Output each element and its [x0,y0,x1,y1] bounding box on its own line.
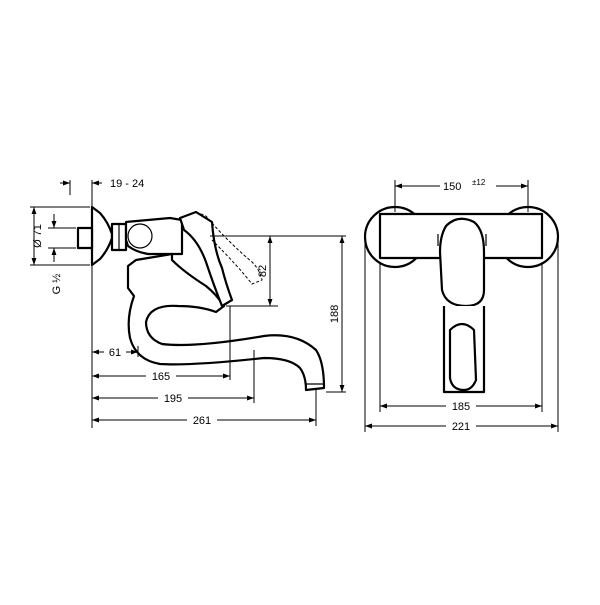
dim-thread: G ½ [51,274,63,295]
front-view: 150 ±12 185 221 [363,178,560,433]
front-lever-top [438,217,486,308]
wall-rosette [90,205,114,267]
dim-tolerance: ±12 [472,178,486,187]
dim-diameter: Ø 71 [32,224,44,248]
dim-165: 165 [152,371,170,383]
lever [178,210,234,308]
lever-alt-position [195,211,263,285]
dim-195: 195 [164,393,182,405]
dim-261: 261 [193,415,211,427]
spout [126,252,326,392]
inlet-stub [76,226,94,250]
dim-lever-height: 82 [257,265,269,277]
dim-221: 221 [452,421,470,433]
dim-wall-offset: 19 - 24 [110,178,144,190]
dim-61: 61 [109,347,121,359]
dim-center-distance: 150 [443,181,461,193]
side-view: 19 - 24 Ø 71 G ½ 82 188 61 165 195 261 [30,178,346,428]
dim-total-height: 188 [329,305,341,323]
front-lever-bottom [448,322,478,392]
dim-185: 185 [452,401,470,413]
mixer-body [124,216,184,256]
